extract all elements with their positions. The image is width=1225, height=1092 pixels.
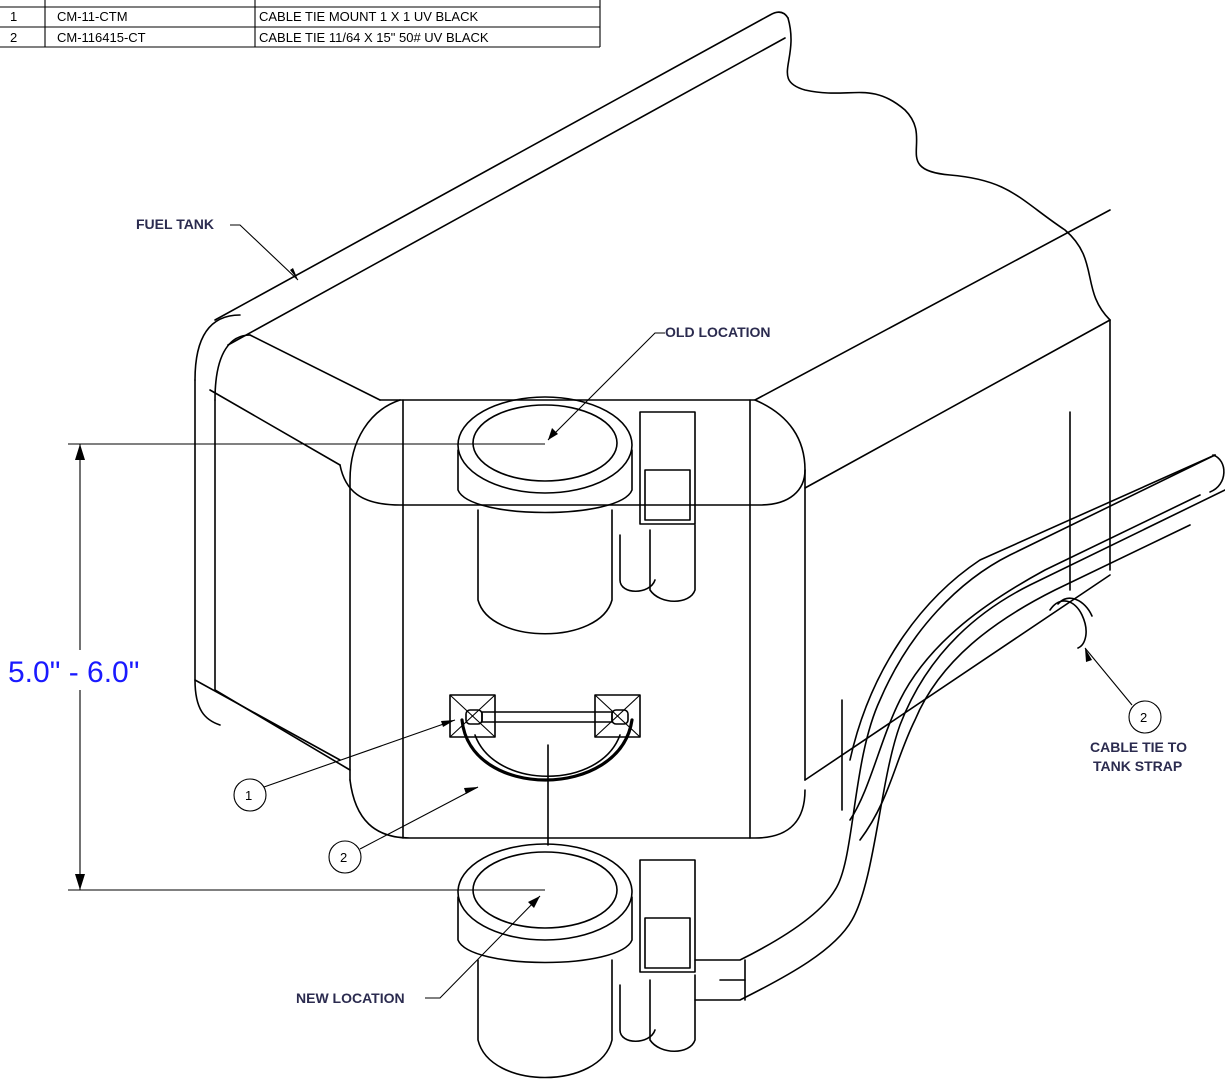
bom-part-1: CM-11-CTM xyxy=(57,9,128,24)
cable-tie-label-line1: CABLE TIE TO xyxy=(1090,739,1187,755)
old-location-label: OLD LOCATION xyxy=(665,324,771,340)
dimension-callout: 5.0" - 6.0" xyxy=(8,443,545,891)
fuel-tank xyxy=(194,11,1111,839)
bom-table: 1 CM-11-CTM CABLE TIE MOUNT 1 X 1 UV BLA… xyxy=(0,0,601,48)
old-filter xyxy=(457,396,696,635)
fuel-line xyxy=(694,454,1225,1001)
balloon-1 xyxy=(233,778,267,812)
fuel-tank-label: FUEL TANK xyxy=(136,216,214,232)
new-location-label: NEW LOCATION xyxy=(296,990,405,1006)
dimension-label: 5.0" - 6.0" xyxy=(8,656,139,689)
balloon-3 xyxy=(1128,700,1162,734)
balloon-1-text: 1 xyxy=(245,788,252,803)
new-filter xyxy=(457,843,696,1079)
cable-tie-assembly xyxy=(449,694,641,846)
bom-desc-2: CABLE TIE 11/64 X 15" 50# UV BLACK xyxy=(259,30,489,45)
balloon-2-text: 2 xyxy=(340,850,347,865)
balloon-2 xyxy=(328,840,362,874)
bom-desc-1: CABLE TIE MOUNT 1 X 1 UV BLACK xyxy=(259,9,478,24)
bom-item-1: 1 xyxy=(10,9,17,24)
callouts: FUEL TANK OLD LOCATION NEW LOCATION CABL… xyxy=(136,216,1187,1006)
bom-item-2: 2 xyxy=(10,30,17,45)
bom-part-2: CM-116415-CT xyxy=(57,30,146,45)
balloon-3-text: 2 xyxy=(1140,710,1147,725)
cable-tie-label-line2: TANK STRAP xyxy=(1093,758,1182,774)
